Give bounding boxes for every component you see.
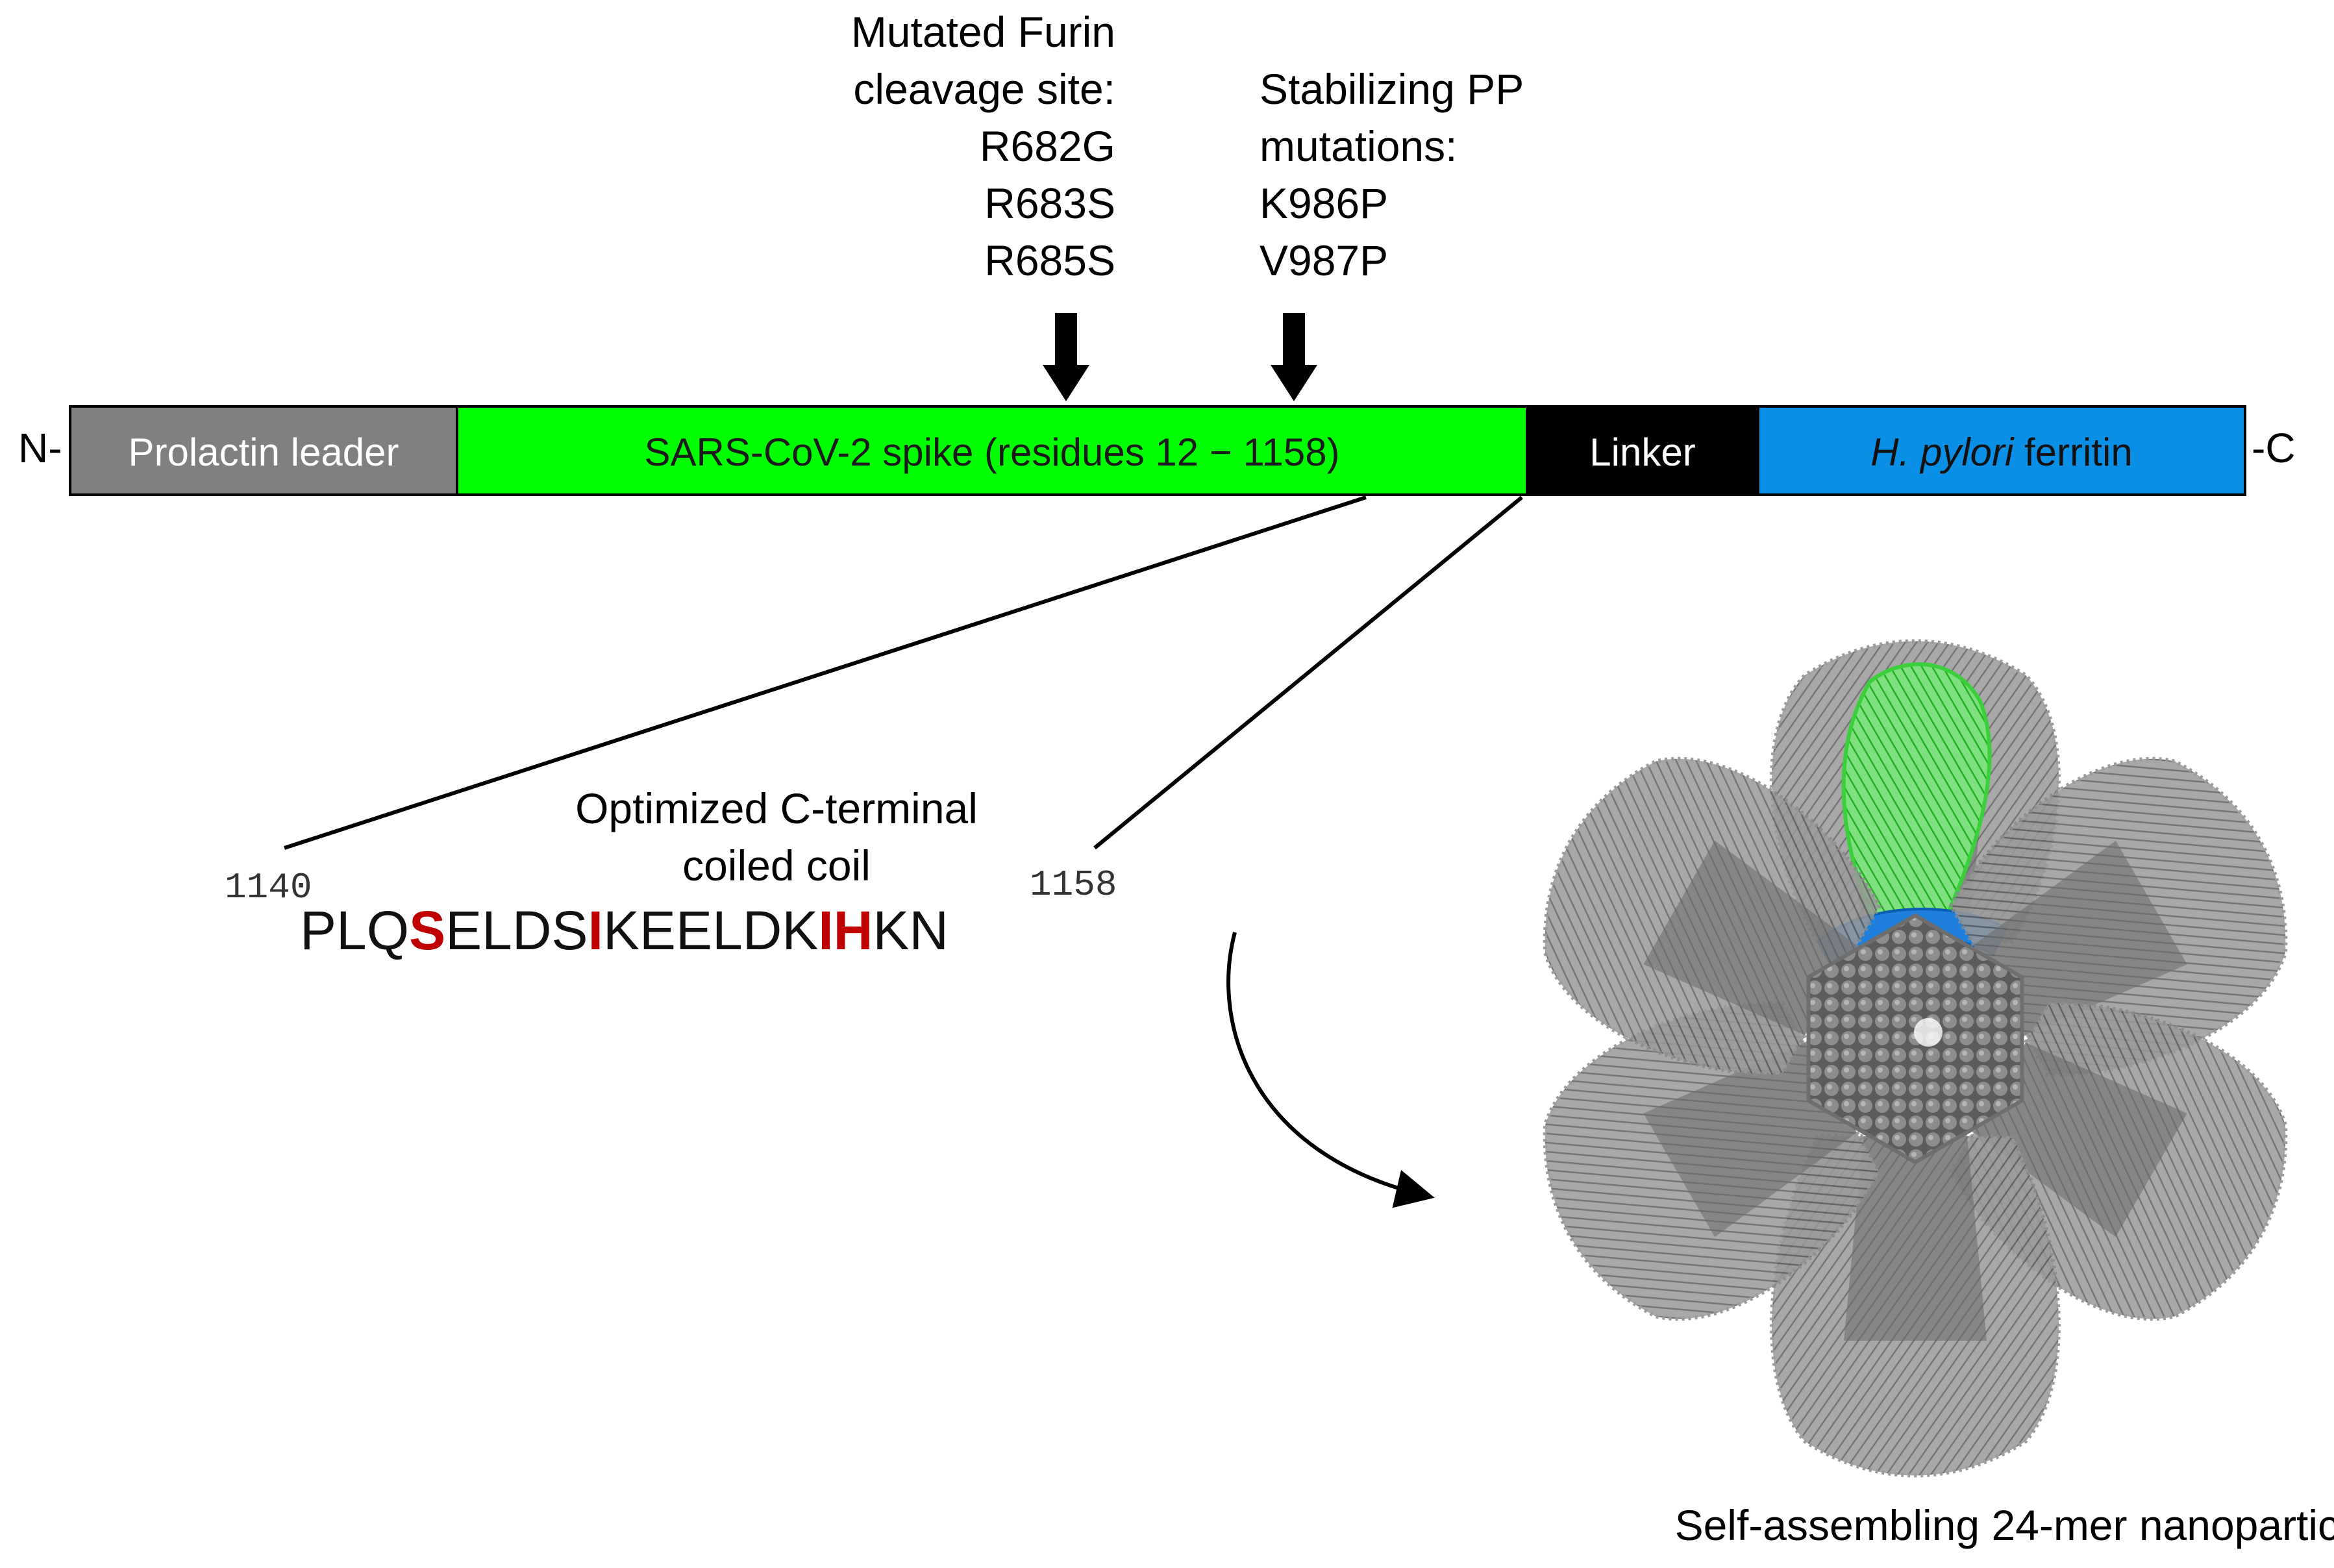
segment-label-ferritin: H. pylori ferritin (1870, 430, 2132, 474)
pp-line-3: K986P (1260, 179, 1388, 227)
furin-line-4: R683S (984, 179, 1115, 227)
spike-trimer (1543, 756, 1882, 1076)
end-residue-number: 1158 (1030, 864, 1117, 906)
zoom-lines (284, 495, 1523, 850)
furin-arrow (1043, 313, 1089, 401)
sequence-residues: KEELDK (603, 900, 819, 961)
start-residue-number: 1140 (225, 867, 312, 908)
pp-arrow (1271, 313, 1317, 401)
mutated-residue: S (409, 900, 445, 961)
coiled-coil: Optimized C-terminal coiled coil 1140 11… (225, 784, 1117, 961)
ferritin-italic: H. pylori (1870, 430, 2015, 474)
coiled-coil-title-2: coiled coil (682, 841, 871, 890)
ferritin-core (1806, 913, 2024, 1165)
segment-label-prolactin: Prolactin leader (129, 430, 399, 474)
segment-ferritin (1757, 405, 2246, 496)
nanoparticle-illustration (1543, 639, 2288, 1478)
coiled-coil-sequence: PLQSELDSIKEELDKIHKN (300, 900, 949, 961)
c-terminus-label: -C (2252, 425, 2296, 471)
core-channel (1914, 1018, 1943, 1047)
coiled-coil-title-1: Optimized C-terminal (575, 784, 978, 832)
spike-trimer (1948, 756, 2288, 1076)
pp-line-1: Stabilizing PP (1260, 65, 1524, 113)
segment-linker (1526, 405, 1759, 496)
furin-line-2: cleavage site: (853, 65, 1115, 113)
mutated-residue: I (588, 900, 603, 961)
mutated-residue: IH (818, 900, 873, 961)
ferritin-rest: ferritin (2013, 430, 2132, 474)
nanoparticle-caption: Self-assembling 24-mer nanoparticle (1675, 1501, 2334, 1549)
furin-line-1: Mutated Furin (851, 8, 1115, 56)
segment-label-linker: Linker (1589, 430, 1695, 474)
construct-bar: Prolactin leader SARS-CoV-2 spike (resid… (69, 405, 2246, 496)
furin-line-5: R685S (984, 236, 1115, 284)
sequence-residues: KN (873, 900, 949, 961)
n-terminus-label: N- (18, 425, 62, 471)
segment-spike (456, 405, 1528, 496)
furin-annotation: Mutated Furin cleavage site: R682G R683S… (851, 8, 1115, 284)
spike-trimer (1543, 1001, 1882, 1321)
segment-prolactin-leader (69, 405, 458, 496)
sequence-residues: ELDS (445, 900, 588, 961)
pp-line-2: mutations: (1260, 122, 1457, 170)
furin-line-3: R682G (980, 122, 1115, 170)
sequence-residues: PLQ (300, 900, 409, 961)
assembly-arrow (1226, 932, 1435, 1208)
pp-annotation: Stabilizing PP mutations: K986P V987P (1260, 65, 1524, 284)
segment-label-spike: SARS-CoV-2 spike (residues 12 − 1158) (644, 430, 1339, 474)
pp-line-4: V987P (1260, 236, 1388, 284)
